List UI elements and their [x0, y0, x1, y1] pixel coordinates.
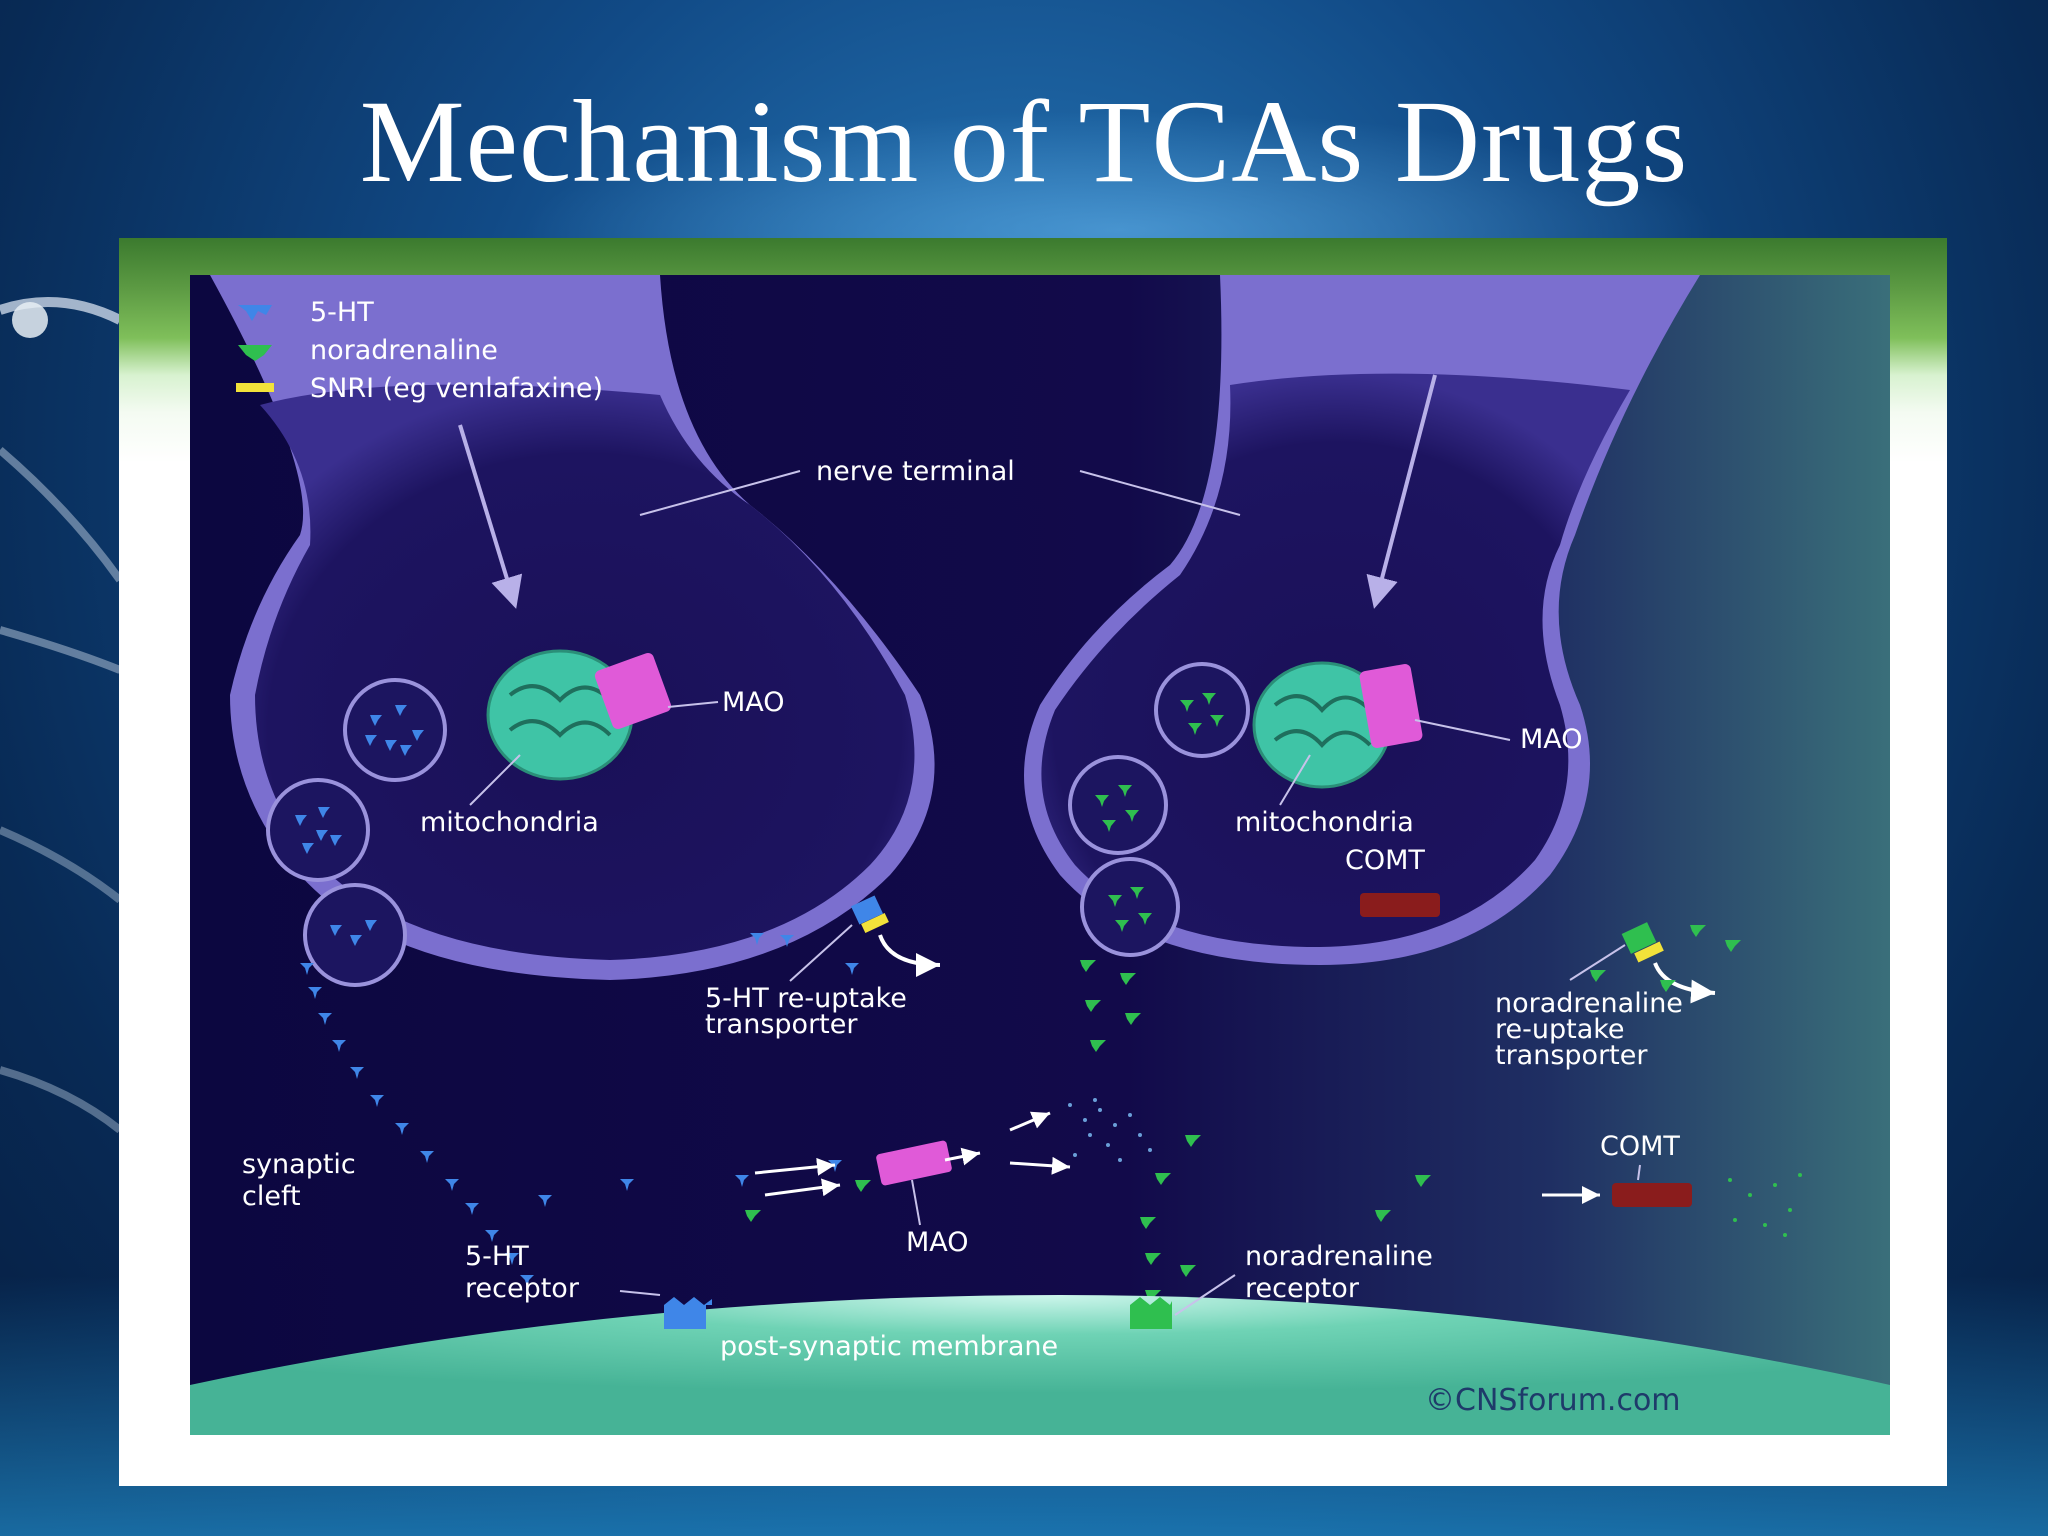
vesicle-5ht: [266, 778, 370, 882]
pointer-line: [639, 470, 801, 516]
na-receptor-label-1: noradrenaline: [1245, 1241, 1433, 1272]
ht-receptor-label-1: 5-HT: [465, 1241, 529, 1272]
legend-label: 5-HT: [310, 297, 374, 328]
na-transporter-label-1: noradrenaline: [1495, 988, 1683, 1019]
comt-enzyme-cleft: [1612, 1183, 1692, 1207]
5ht-reuptake-transporter: [850, 895, 889, 934]
reuptake-arrow: [1653, 962, 1716, 1004]
copyright-watermark: ©CNSforum.com: [1425, 1383, 1681, 1418]
legend-item-noradrenaline: noradrenaline: [238, 335, 498, 366]
legend-label: SNRI (eg venlafaxine): [310, 373, 603, 404]
pointer-line: [469, 754, 521, 806]
legend: 5-HT noradrenaline SNRI (eg venlafaxine): [236, 297, 603, 404]
mao-enzyme-left: [594, 652, 672, 730]
ht-transporter-label-2: transporter: [705, 1009, 858, 1040]
nerve-terminal-right: [1024, 275, 1700, 965]
mao-label-cleft: MAO: [906, 1227, 969, 1258]
pointer-line: [667, 701, 719, 708]
reuptake-arrow: [878, 934, 941, 977]
slide-title: Mechanism of TCAs Drugs: [359, 76, 1689, 207]
ht-receptor-label-2: receptor: [465, 1273, 580, 1304]
postsynaptic-membrane-label: post-synaptic membrane: [720, 1331, 1058, 1362]
vesicle-5ht: [343, 678, 447, 782]
legend-label: noradrenaline: [310, 335, 498, 366]
na-transporter-label-2: re-uptake: [1495, 1014, 1625, 1045]
pointer-line: [1174, 1274, 1236, 1316]
pointer-line: [1279, 754, 1311, 806]
noradrenaline-metabolite-dots: [1728, 1173, 1802, 1237]
mao-label-left: MAO: [722, 687, 785, 718]
5ht-receptor: [664, 1297, 712, 1329]
synapse-diagram: 5-HT noradrenaline SNRI (eg venlafaxine)…: [190, 275, 1890, 1435]
ht-transporter-label-1: 5-HT re-uptake: [705, 983, 907, 1014]
mao-enzyme-cleft: [876, 1140, 952, 1186]
impulse-arrow-left: [458, 424, 523, 609]
synaptic-cleft-label-2: cleft: [242, 1181, 301, 1212]
mitochondria-left: [486, 649, 634, 781]
stethoscope-decoration: [0, 297, 124, 1134]
mao-enzyme-right: [1359, 664, 1423, 748]
legend-item-snri: SNRI (eg venlafaxine): [236, 373, 603, 404]
na-transporter-label-3: transporter: [1495, 1040, 1648, 1071]
pointer-line: [1414, 719, 1511, 741]
pointer-line: [1079, 470, 1241, 516]
legend-item-5ht: 5-HT: [238, 297, 374, 328]
noradrenaline-receptor: [1130, 1297, 1172, 1329]
pointer-line: [789, 924, 853, 982]
noradrenaline-molecules-cleft: [745, 1180, 871, 1222]
impulse-arrow-right: [1366, 374, 1437, 609]
noradrenaline-reuptake-transporter: [1621, 922, 1664, 963]
comt-label-cleft: COMT: [1600, 1131, 1680, 1162]
metabolite-dots: [1068, 1098, 1152, 1162]
na-receptor-label-2: receptor: [1245, 1273, 1360, 1304]
serotonin-molecules: [300, 933, 859, 1287]
vesicle-noradrenaline-releasing: [1080, 857, 1180, 957]
synaptic-cleft-label-1: synaptic: [242, 1149, 356, 1180]
cleft-arrows: [754, 1111, 1071, 1197]
pointer-line: [1569, 944, 1626, 981]
pointer-line: [1637, 1164, 1641, 1181]
comt-enzyme-terminal: [1360, 893, 1440, 917]
mitochondria-label-left: mitochondria: [420, 807, 599, 838]
pointer-line: [619, 1290, 661, 1296]
comt-label-terminal: COMT: [1345, 845, 1425, 876]
post-synaptic-membrane: [190, 1295, 1890, 1435]
mitochondria-label-right: mitochondria: [1235, 807, 1414, 838]
pointer-line: [911, 1179, 921, 1226]
vesicle-noradrenaline: [1154, 662, 1250, 758]
mao-label-right: MAO: [1520, 724, 1583, 755]
nerve-terminal-label: nerve terminal: [816, 456, 1015, 487]
vesicle-5ht-releasing: [303, 883, 407, 987]
vesicle-noradrenaline: [1068, 755, 1168, 855]
